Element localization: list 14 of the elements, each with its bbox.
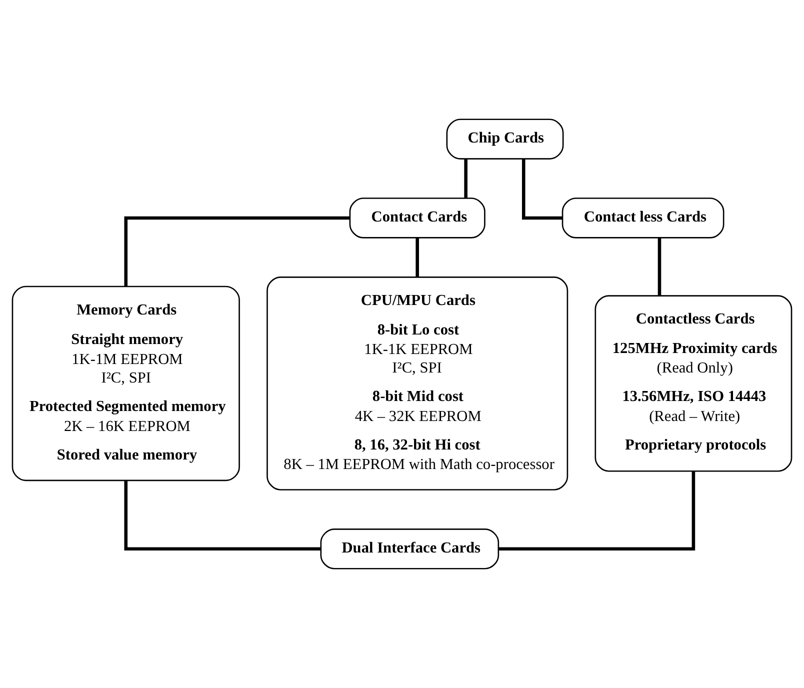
node-box: Contact Cards (349, 198, 486, 238)
node-box: Contactless Cards 125MHz Proximity cards (Read Only) 13.56MHz, ISO 14443 (Read – Write) Proprietary protocols (594, 295, 792, 472)
connector (416, 238, 419, 278)
node-box: Memory Cards Straight memory 1K-1M EEPROM I²C, SPI Protected Segmented memory 2K – 16K EEPROM Stored value memory (12, 286, 240, 482)
node-box: CPU/MPU Cards 8-bit Lo cost 1K-1K EEPROM I²C, SPI 8-bit Mid cost 4K – 32K EEPROM 8, 16, 32-bit Hi cost 8K – 1M EEPROM with Math co-processor (266, 276, 568, 490)
node-box: Contact less Cards (562, 198, 724, 238)
connector (124, 480, 321, 551)
node-box: Dual Interface Cards (320, 528, 500, 570)
connector (464, 159, 468, 198)
connector (124, 216, 350, 286)
connector (498, 472, 696, 551)
connector (522, 159, 562, 220)
connector (658, 238, 662, 296)
node-box: Chip Cards (446, 118, 564, 160)
